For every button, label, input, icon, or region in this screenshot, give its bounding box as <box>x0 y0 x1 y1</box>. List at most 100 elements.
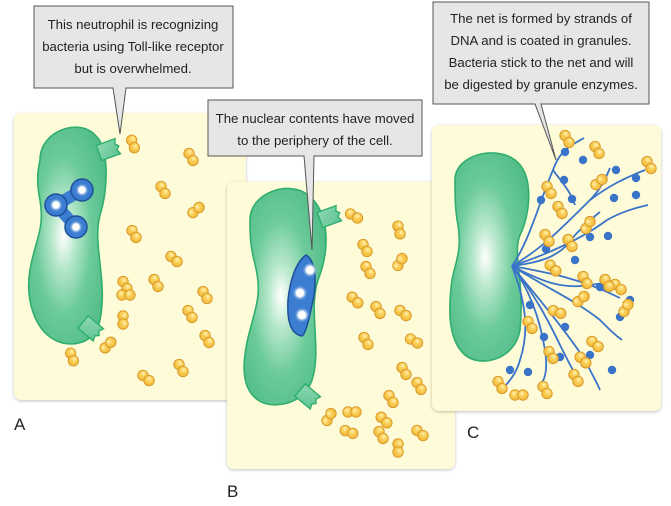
toll-like-receptors <box>76 137 122 343</box>
callout-a: This neutrophil is recognizing bacteria … <box>33 5 234 135</box>
granule <box>607 365 617 375</box>
bacterium <box>392 438 404 458</box>
granule <box>536 195 546 205</box>
bacterium <box>64 347 80 367</box>
granule <box>631 190 641 200</box>
bacterium <box>116 289 136 301</box>
bacterium <box>396 361 412 381</box>
bacterium <box>492 375 508 395</box>
panel-label-b: B <box>227 482 238 501</box>
multilobed-nucleus <box>44 178 94 239</box>
granule <box>560 147 570 157</box>
callout-c-line-4: be digested by granule enzymes. <box>444 77 638 92</box>
panel-a <box>14 113 246 400</box>
bacterium <box>509 389 529 401</box>
bacterium <box>618 298 634 318</box>
bacterium <box>539 228 555 248</box>
bacteria-group <box>64 134 215 387</box>
bacterium <box>541 180 557 200</box>
panel-c <box>432 125 661 411</box>
bacterium <box>344 208 364 224</box>
bacterium <box>586 335 604 353</box>
bacterium <box>99 336 117 354</box>
toll-like-receptor <box>316 204 343 229</box>
panel-label-c: C <box>467 423 479 442</box>
callout-b: The nuclear contents have moved to the p… <box>207 99 423 251</box>
bacterium <box>577 270 593 290</box>
granule <box>567 194 577 204</box>
bacterium <box>165 250 183 268</box>
bacterium <box>522 315 538 335</box>
bacterium <box>339 424 359 440</box>
bacterium <box>544 259 562 277</box>
bacterium <box>342 406 362 418</box>
granule <box>560 322 570 332</box>
bacterium <box>125 134 141 154</box>
granule <box>505 365 515 375</box>
bacterium <box>187 201 205 219</box>
toll-like-receptor <box>95 137 122 162</box>
granule <box>609 193 619 203</box>
bacterium <box>126 224 142 244</box>
bacterium <box>199 329 215 349</box>
callout-a-line-1: This neutrophil is recognizing <box>48 17 219 32</box>
bacterium <box>360 260 376 280</box>
bacterium <box>411 376 427 396</box>
bacterium <box>552 200 568 220</box>
bacterium <box>562 233 578 253</box>
bacterium <box>117 310 129 330</box>
callout-c: The net is formed by strands of DNA and … <box>432 1 650 161</box>
granule <box>578 155 588 165</box>
bacterium <box>411 424 429 442</box>
bacterium <box>543 345 559 365</box>
toll-like-receptor <box>76 314 105 343</box>
granule <box>585 350 595 360</box>
granule <box>595 282 605 292</box>
bacteria-group <box>492 129 657 401</box>
bacterium <box>547 304 567 320</box>
bacterium <box>559 129 575 149</box>
granule <box>631 173 641 183</box>
bacterium <box>404 333 424 349</box>
bacterium <box>357 238 373 258</box>
bacterium <box>537 380 553 400</box>
granule <box>559 175 569 185</box>
bacterium <box>590 173 608 191</box>
bacterium <box>383 389 399 409</box>
bacterium <box>392 220 406 240</box>
bacterium <box>155 180 171 200</box>
bacterium <box>599 273 615 293</box>
bacterium <box>370 300 386 320</box>
bacterium <box>392 252 408 272</box>
dna-strand <box>511 265 621 299</box>
bacterium <box>394 304 412 322</box>
bacterium <box>182 304 198 324</box>
granule <box>539 332 549 342</box>
panel-b <box>227 182 455 469</box>
callout-a-line-2: bacteria using Toll-like receptor <box>42 39 224 54</box>
toll-like-receptor <box>293 382 322 411</box>
bacterium <box>375 411 393 429</box>
granule <box>523 367 533 377</box>
bacterium <box>173 358 189 378</box>
callout-b-line-1: The nuclear contents have moved <box>216 111 415 126</box>
bacterium <box>572 290 590 308</box>
dna-strand <box>511 265 623 341</box>
bacterium <box>568 368 584 388</box>
dna-strand <box>511 204 649 267</box>
toll-like-receptors <box>293 204 343 411</box>
granule <box>611 165 621 175</box>
bacteria-group <box>321 208 429 458</box>
granule <box>525 300 535 310</box>
granule <box>570 255 580 265</box>
granule <box>603 231 613 241</box>
callout-c-line-2: DNA and is coated in granules. <box>450 33 631 48</box>
panel-label-a: A <box>14 415 26 434</box>
neutrophil-cell <box>27 126 107 345</box>
callout-c-line-3: Bacteria stick to the net and will <box>449 55 634 70</box>
bacterium <box>148 273 164 293</box>
peripheral-nucleus <box>287 254 318 337</box>
bacterium <box>574 351 592 369</box>
bacterium <box>373 425 389 445</box>
